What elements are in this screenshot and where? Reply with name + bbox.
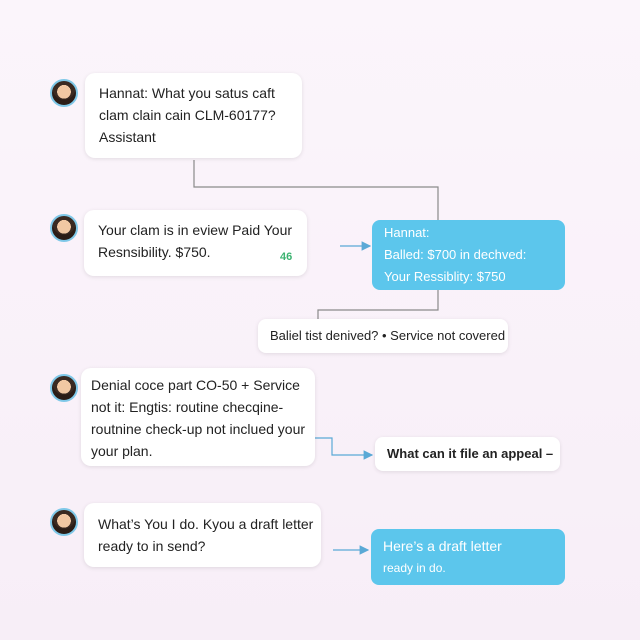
- status-badge-icon: 46: [280, 251, 293, 263]
- connector-line: [317, 290, 439, 320]
- message-line: routnine check-up not inclued your: [91, 421, 306, 437]
- assistant-reply: Here’s a draft letter ready in do.: [371, 529, 565, 585]
- message-line: your plan.: [91, 443, 153, 459]
- chat-message: Hannat: What you satus caft clam clain c…: [85, 73, 302, 158]
- message-line: not it: Engtis: routine checqine-: [91, 399, 284, 415]
- chat-message: Your clam is in eview Paid Your Resnsibi…: [84, 210, 307, 276]
- message-line: Assistant: [99, 129, 156, 145]
- chat-message: Denial coce part CO-50 + Service not it:…: [81, 368, 315, 466]
- chat-message: What’s You I do. Kyou a draft letter rea…: [84, 503, 321, 567]
- message-line: Hannat: What you satus caft: [99, 85, 275, 101]
- message-line: Resnsibility. $750.: [98, 244, 211, 260]
- reply-line: Your Ressiblity: $750: [384, 269, 506, 284]
- suggestion-chip[interactable]: Baliel tist denived? • Service not cover…: [258, 319, 508, 353]
- message-line: Your clam is in eview Paid Your: [98, 222, 293, 238]
- message-line: What’s You I do. Kyou a draft letter: [98, 516, 314, 532]
- message-line: Denial coce part CO-50 + Service: [91, 377, 300, 393]
- message-line: ready to in send?: [98, 538, 206, 554]
- reply-line: ready in do.: [383, 561, 446, 575]
- suggestion-chip[interactable]: What can it file an appeal –: [375, 437, 560, 471]
- user-avatar-icon: [50, 374, 78, 402]
- user-avatar-icon: [50, 508, 78, 536]
- connector-line: [193, 160, 439, 220]
- reply-line: Here’s a draft letter: [383, 538, 502, 554]
- reply-line: Balled: $700 in dechved:: [384, 247, 527, 262]
- user-avatar-icon: [50, 214, 78, 242]
- reply-line: Hannat:: [384, 225, 430, 240]
- message-line: clam clain cain CLM-60177?: [99, 107, 276, 123]
- connector-arrow: [314, 437, 374, 460]
- assistant-reply: Hannat: Balled: $700 in dechved: Your Re…: [372, 220, 565, 290]
- user-avatar-icon: [50, 79, 78, 107]
